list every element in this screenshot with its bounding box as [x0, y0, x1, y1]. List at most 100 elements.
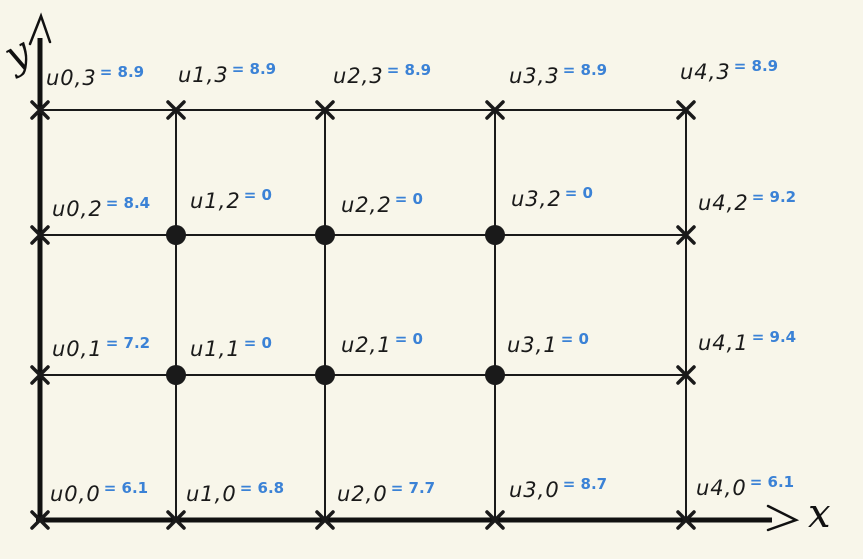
node-value: = 0 — [394, 190, 423, 208]
node-name: u0,2 — [52, 197, 103, 221]
boundary-node-cross — [166, 100, 186, 120]
node-name: u4,1 — [698, 331, 749, 355]
node-name: u0,0 — [50, 482, 101, 506]
grid-node-u1-0 — [166, 510, 186, 530]
node-label: u1,0= 6.8 — [186, 481, 284, 506]
grid-node-u4-2 — [676, 225, 696, 245]
grid-node-u3-2 — [485, 225, 505, 245]
node-label: u0,0= 6.1 — [50, 481, 148, 506]
node-value: = 9.4 — [751, 328, 797, 346]
node-name: u0,1 — [52, 337, 103, 361]
node-name: u2,1 — [341, 333, 392, 357]
interior-node-dot — [166, 365, 186, 385]
node-name: u0,3 — [46, 66, 97, 90]
node-value: = 0 — [564, 184, 593, 202]
node-value: = 8.4 — [105, 194, 151, 212]
node-name: u1,3 — [178, 63, 229, 87]
node-value: = 8.7 — [562, 475, 608, 493]
node-value: = 0 — [560, 330, 589, 348]
node-name: u1,2 — [190, 189, 241, 213]
node-value: = 6.1 — [103, 479, 149, 497]
node-label: u0,3= 8.9 — [46, 65, 144, 90]
node-name: u4,2 — [698, 191, 749, 215]
node-name: u4,0 — [696, 476, 747, 500]
boundary-node-cross — [676, 100, 696, 120]
node-label: u1,1= 0 — [190, 336, 272, 361]
node-value: = 0 — [243, 334, 272, 352]
grid-node-u2-1 — [315, 365, 335, 385]
boundary-node-cross — [30, 365, 50, 385]
boundary-node-cross — [676, 365, 696, 385]
node-value: = 0 — [394, 330, 423, 348]
boundary-node-cross — [676, 225, 696, 245]
grid-node-u2-3 — [315, 100, 335, 120]
node-value: = 8.9 — [231, 60, 277, 78]
grid-node-u3-1 — [485, 365, 505, 385]
node-name: u2,3 — [333, 64, 384, 88]
boundary-node-cross — [315, 510, 335, 530]
node-name: u1,0 — [186, 482, 237, 506]
grid-node-u0-2 — [30, 225, 50, 245]
node-label: u2,2= 0 — [341, 192, 423, 217]
x-axis-arrow — [766, 504, 800, 532]
interior-node-dot — [315, 225, 335, 245]
grid-node-u2-2 — [315, 225, 335, 245]
grid-node-u1-1 — [166, 365, 186, 385]
node-value: = 7.7 — [390, 479, 436, 497]
node-label: u4,0= 6.1 — [696, 475, 794, 500]
node-label: u4,2= 9.2 — [698, 190, 796, 215]
boundary-node-cross — [30, 100, 50, 120]
node-label: u4,3= 8.9 — [680, 59, 778, 84]
node-value: = 8.9 — [386, 61, 432, 79]
grid-node-u4-1 — [676, 365, 696, 385]
node-name: u2,0 — [337, 482, 388, 506]
grid-node-u2-0 — [315, 510, 335, 530]
grid-node-u0-3 — [30, 100, 50, 120]
node-label: u2,0= 7.7 — [337, 481, 435, 506]
y-axis-arrow — [28, 12, 52, 46]
interior-node-dot — [315, 365, 335, 385]
node-value: = 6.1 — [749, 473, 795, 491]
node-name: u3,1 — [507, 333, 558, 357]
grid-node-u1-2 — [166, 225, 186, 245]
node-value: = 8.9 — [562, 61, 608, 79]
node-label: u3,3= 8.9 — [509, 63, 607, 88]
node-label: u2,3= 8.9 — [333, 63, 431, 88]
grid-node-u4-3 — [676, 100, 696, 120]
grid-node-u0-0 — [30, 510, 50, 530]
node-value: = 8.9 — [733, 57, 779, 75]
node-value: = 8.9 — [99, 63, 145, 81]
node-value: = 9.2 — [751, 188, 797, 206]
boundary-node-cross — [30, 225, 50, 245]
node-label: u0,1= 7.2 — [52, 336, 150, 361]
node-name: u4,3 — [680, 60, 731, 84]
node-label: u1,2= 0 — [190, 188, 272, 213]
grid-node-u1-3 — [166, 100, 186, 120]
boundary-node-cross — [166, 510, 186, 530]
x-axis-label: x — [808, 491, 831, 537]
node-name: u1,1 — [190, 337, 241, 361]
node-label: u1,3= 8.9 — [178, 62, 276, 87]
interior-node-dot — [485, 365, 505, 385]
grid-node-u3-3 — [485, 100, 505, 120]
node-value: = 7.2 — [105, 334, 151, 352]
interior-node-dot — [485, 225, 505, 245]
grid-node-u3-0 — [485, 510, 505, 530]
node-label: u3,2= 0 — [511, 186, 593, 211]
node-label: u4,1= 9.4 — [698, 330, 796, 355]
node-value: = 0 — [243, 186, 272, 204]
node-name: u3,3 — [509, 64, 560, 88]
grid-node-u4-0 — [676, 510, 696, 530]
boundary-node-cross — [30, 510, 50, 530]
node-name: u3,0 — [509, 478, 560, 502]
interior-node-dot — [166, 225, 186, 245]
node-label: u0,2= 8.4 — [52, 196, 150, 221]
boundary-node-cross — [485, 510, 505, 530]
node-name: u3,2 — [511, 187, 562, 211]
grid-node-u0-1 — [30, 365, 50, 385]
node-label: u2,1= 0 — [341, 332, 423, 357]
node-label: u3,1= 0 — [507, 332, 589, 357]
node-name: u2,2 — [341, 193, 392, 217]
boundary-node-cross — [676, 510, 696, 530]
